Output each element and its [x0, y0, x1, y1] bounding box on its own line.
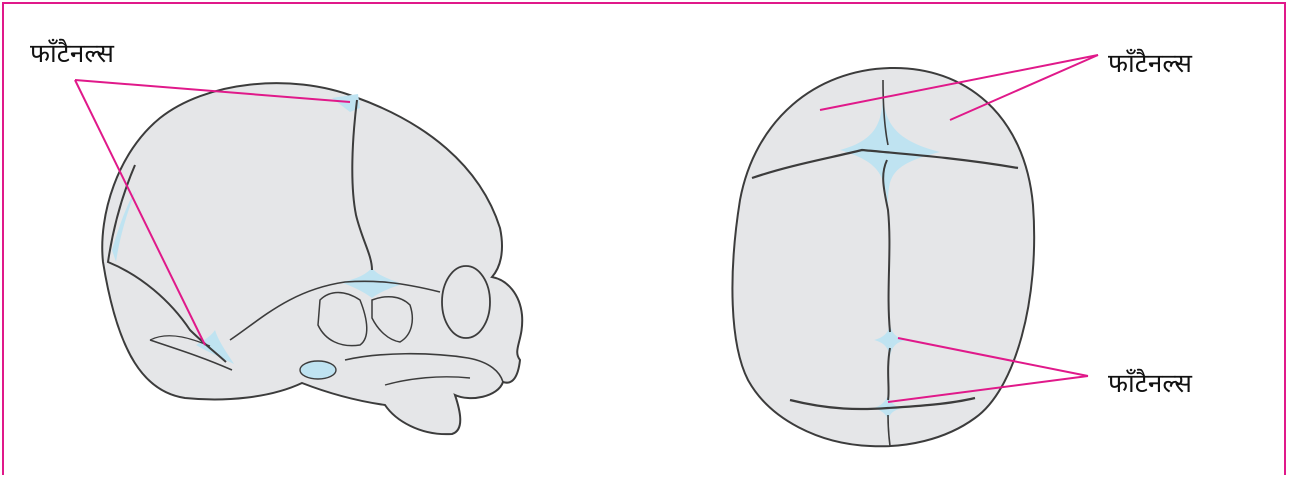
- ear-opening-side: [300, 361, 336, 379]
- label-top-fontanels-upper: फाँटैनल्स: [1108, 44, 1192, 80]
- label-top-fontanels-lower: फाँटैनल्स: [1108, 364, 1192, 400]
- leader-top-upper-right: [950, 55, 1098, 120]
- side-view-skull: [102, 83, 522, 434]
- label-side-fontanels: फाँटैनल्स: [30, 34, 114, 70]
- side-skull-outline: [102, 83, 522, 434]
